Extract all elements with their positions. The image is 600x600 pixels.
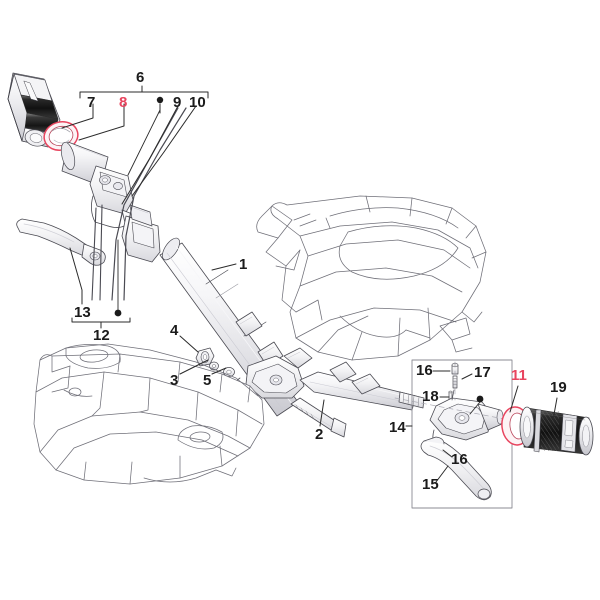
callout-label-6: 6 — [136, 69, 145, 86]
handlebar-clamp-lugs — [235, 311, 284, 367]
callout-label-16-lower: 16 — [451, 451, 468, 468]
callout-label-7: 7 — [87, 94, 96, 111]
callout-label-2: 2 — [315, 426, 324, 443]
right-handlebar-arm — [299, 361, 425, 411]
bolt-part-2 — [290, 397, 347, 438]
callout-label-14: 14 — [389, 419, 406, 436]
alignment-axis — [394, 361, 521, 423]
callout-leaders — [61, 85, 558, 483]
throttle-grip-part-19 — [519, 406, 594, 456]
callout-label-8: 8 — [119, 94, 128, 111]
callout-label-16-upper: 16 — [416, 362, 433, 379]
upper-cowl-panel — [256, 195, 487, 361]
callout-label-13: 13 — [74, 304, 91, 321]
callout-label-9: 9 — [173, 94, 182, 111]
left-handlebar-and-switch — [60, 141, 161, 263]
lower-cowl-panel — [33, 343, 265, 485]
callout-label-12: 12 — [93, 327, 110, 344]
callout-label-3: 3 — [170, 372, 179, 389]
brake-lever-part-15 — [420, 436, 492, 501]
callout-label-5: 5 — [203, 372, 212, 389]
callout-label-10: 10 — [189, 94, 206, 111]
callout-label-17: 17 — [474, 364, 491, 381]
callout-label-15: 15 — [422, 476, 439, 493]
callout-label-1: 1 — [239, 256, 248, 273]
callout-label-4: 4 — [170, 322, 179, 339]
callout-label-18: 18 — [422, 388, 439, 405]
callout-label-11: 11 — [511, 367, 527, 384]
left-lever-part-13 — [16, 218, 106, 266]
callout-label-19: 19 — [550, 379, 567, 396]
